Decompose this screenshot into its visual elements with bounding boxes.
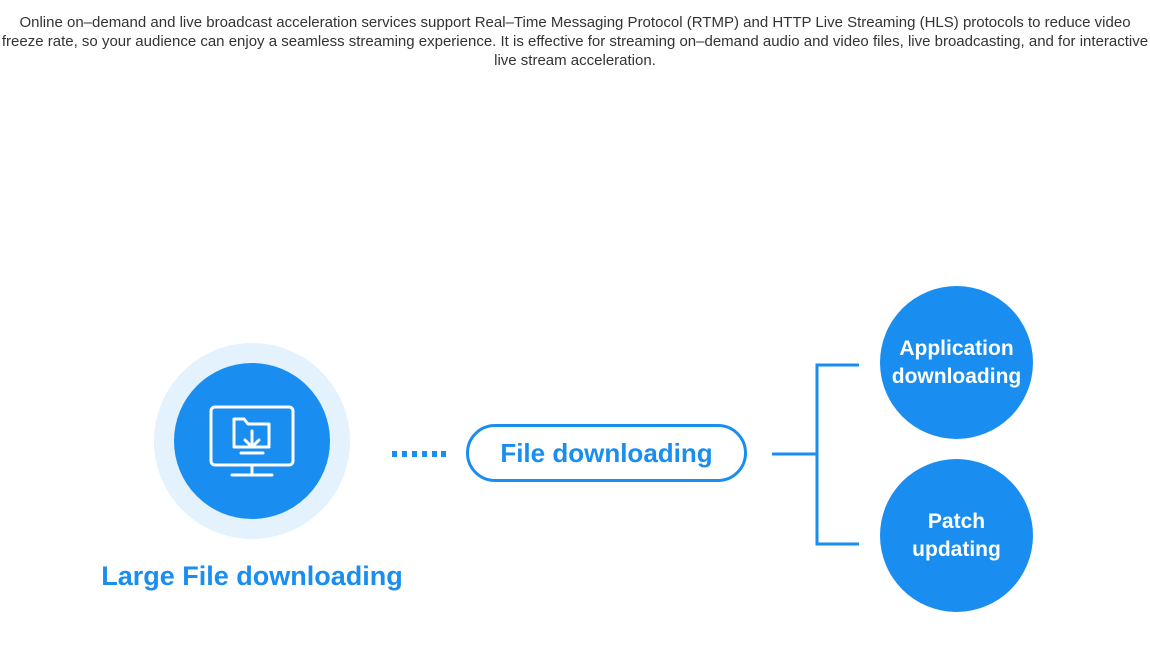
dot-6 xyxy=(441,451,446,457)
dot-1 xyxy=(392,451,397,457)
dot-3 xyxy=(412,451,417,457)
branch-bracket xyxy=(815,363,859,546)
dot-5 xyxy=(432,451,437,457)
branch-label-application: Application downloading xyxy=(891,336,1022,388)
branch-node-patch: Patch updating xyxy=(880,459,1033,612)
branch-node-application: Application downloading xyxy=(880,286,1033,439)
monitor-download-icon xyxy=(209,405,295,477)
center-label: File downloading xyxy=(500,437,713,468)
branch-label-patch: Patch updating xyxy=(912,509,1001,561)
intro-text: Online on–demand and live broadcast acce… xyxy=(1,14,1149,69)
dot-2 xyxy=(402,451,407,457)
source-label: Large File downloading xyxy=(101,561,403,591)
center-node: File downloading xyxy=(466,424,747,482)
dot-4 xyxy=(422,451,427,457)
source-circle xyxy=(174,363,330,519)
